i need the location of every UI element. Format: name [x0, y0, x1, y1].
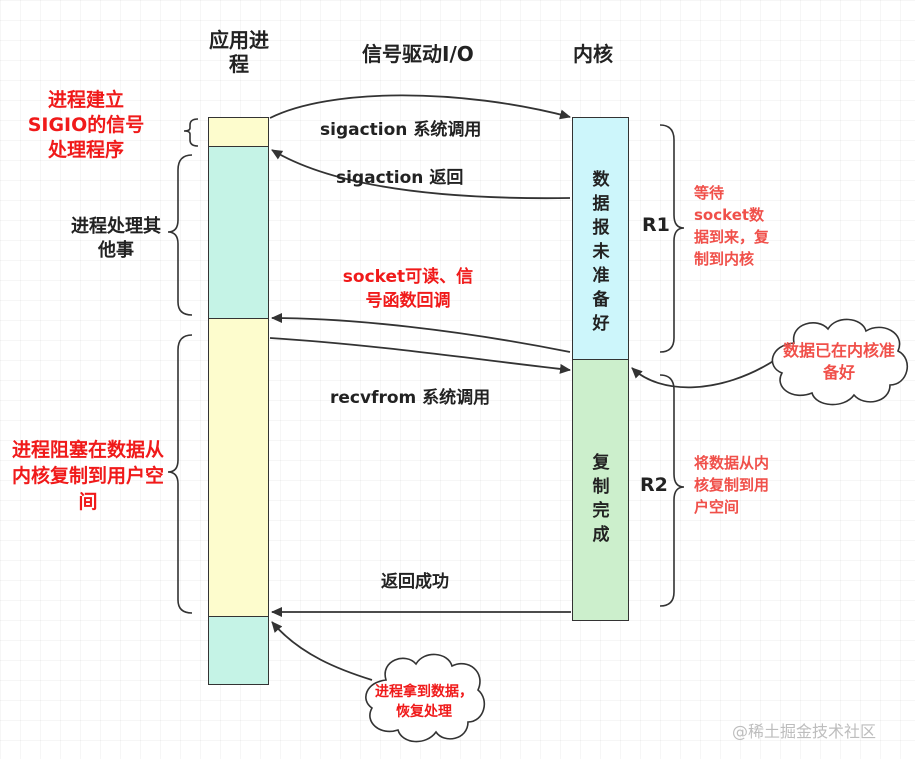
label-sigaction-return: sigaction 返回 [336, 168, 464, 188]
cloud-kernel-ready [771, 318, 909, 406]
label-sigaction-call: sigaction 系统调用 [320, 120, 482, 140]
kernel-box-not-ready [572, 117, 629, 360]
annotation-blocked-copy: 进程阻塞在数据从内核复制到用户空间 [12, 439, 165, 513]
phase-r2-desc: 将数据从内核复制到用户空间 [694, 454, 770, 516]
brace-setup [183, 118, 199, 147]
phase-r2-label: R2 [640, 474, 668, 496]
arrow-process-resume [271, 621, 373, 681]
cloud-process-resume-text: 进程拿到数据，恢复处理 [375, 684, 473, 720]
brace-r1 [659, 124, 685, 353]
diagram-title: 信号驱动I/O [362, 42, 474, 66]
arrow-sigaction-call [269, 94, 571, 120]
brace-other-work [167, 154, 193, 316]
arrow-sigaction-return [271, 149, 571, 200]
arrow-signal-ready [271, 313, 571, 353]
label-return-success: 返回成功 [381, 572, 449, 592]
annotation-do-other: 进程处理其他事 [71, 216, 161, 261]
watermark: @稀土掘金技术社区 [732, 722, 877, 741]
kernel-copy-done-label: 复制完成 [592, 453, 610, 545]
app-process-header: 应用进程 [207, 28, 271, 76]
arrow-recvfrom-call [269, 337, 571, 374]
app-process-header-text: 应用进程 [209, 28, 269, 76]
cloud-process-resume [365, 653, 486, 743]
kernel-header: 内核 [573, 42, 613, 66]
label-signal-ready: socket可读、信号函数回调 [342, 267, 474, 311]
kernel-not-ready-label: 数据报未准备好 [592, 170, 610, 334]
annotation-setup-sigio: 进程建立SIGIO的信号处理程序 [27, 89, 145, 161]
brace-blocked [167, 334, 193, 614]
brace-r2 [659, 374, 685, 607]
phase-r1-desc: 等待socket数据到来，复制到内核 [694, 184, 770, 268]
app-box-resume [208, 616, 269, 685]
cloud-kernel-ready-text: 数据已在内核准备好 [782, 341, 895, 382]
label-recvfrom-call: recvfrom 系统调用 [330, 388, 491, 408]
kernel-box-copy-done [572, 359, 629, 621]
phase-r1-label: R1 [642, 214, 670, 236]
arrow-kernel-ready [631, 359, 776, 389]
app-box-blocked [208, 318, 269, 617]
